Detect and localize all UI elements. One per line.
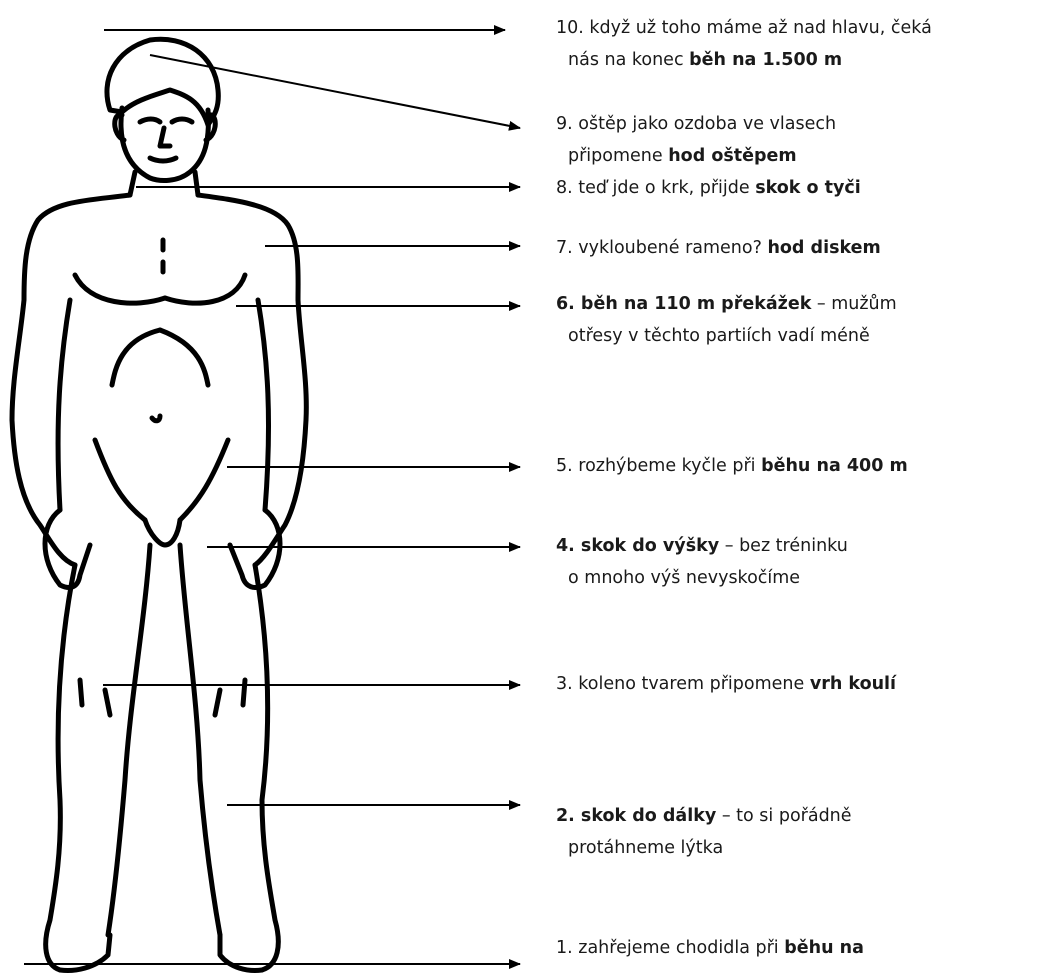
label-7-line1: 7. vykloubené rameno? hod diskem	[556, 238, 881, 258]
abs-left	[112, 330, 160, 385]
navel	[152, 416, 160, 421]
label-6-line2: otřesy v těchto partiích vadí méně	[556, 320, 897, 352]
label-2-line1: 2. skok do dálky – to si pořádně	[556, 806, 852, 826]
hand-left	[45, 510, 90, 588]
right-eye	[172, 119, 192, 122]
nose	[160, 128, 170, 146]
label-9-line2: připomene hod oštěpem	[556, 140, 836, 172]
label-4-line2: o mnoho výš nevyskočíme	[556, 562, 848, 594]
label-5: 5. rozhýbeme kyčle při běhu na 400 m	[556, 450, 908, 482]
label-2-line2: protáhneme lýtka	[556, 832, 852, 864]
label-3-line1: 3. koleno tvarem připomene vrh koulí	[556, 674, 896, 694]
arm-inner-right	[258, 300, 269, 510]
torso-right	[198, 195, 306, 565]
label-2: 2. skok do dálky – to si pořádně protáhn…	[556, 800, 852, 864]
label-7: 7. vykloubené rameno? hod diskem	[556, 232, 881, 264]
label-8-line1: 8. teď jde o krk, přijde skok o tyči	[556, 178, 861, 198]
label-4: 4. skok do výšky – bez tréninku o mnoho …	[556, 530, 848, 594]
label-9-line1: 9. oštěp jako ozdoba ve vlasech	[556, 114, 836, 134]
label-6-line1: 6. běh na 110 m překážek – mužům	[556, 294, 897, 314]
mouth	[150, 158, 176, 161]
label-3: 3. koleno tvarem připomene vrh koulí	[556, 668, 896, 700]
label-10-line2: nás na konec běh na 1.500 m	[556, 44, 932, 76]
label-10: 10. když už toho máme až nad hlavu, čeká…	[556, 12, 932, 76]
left-eye	[140, 119, 160, 122]
leg-left-outer	[46, 565, 75, 970]
body-outline	[12, 39, 306, 970]
hip-right	[180, 440, 228, 520]
label-5-line1: 5. rozhýbeme kyčle při běhu na 400 m	[556, 456, 908, 476]
label-10-line1: 10. když už toho máme až nad hlavu, čeká	[556, 18, 932, 38]
arm-inner-left	[58, 300, 70, 510]
hip-left	[95, 440, 145, 520]
label-6: 6. běh na 110 m překážek – mužům otřesy …	[556, 288, 897, 352]
chest-left	[75, 275, 165, 303]
label-1-line1: 1. zahřejeme chodidla při běhu na	[556, 938, 864, 958]
label-1: 1. zahřejeme chodidla při běhu na	[556, 932, 864, 964]
foot-right	[220, 935, 262, 970]
leg-right-outer	[255, 565, 278, 970]
foot-left	[60, 935, 110, 970]
abs-right	[160, 330, 208, 385]
label-9: 9. oštěp jako ozdoba ve vlasech připomen…	[556, 108, 836, 172]
label-8: 8. teď jde o krk, přijde skok o tyči	[556, 172, 861, 204]
leg-left-inner	[108, 545, 150, 935]
groin	[145, 520, 180, 545]
chest-right	[165, 275, 245, 303]
leg-right-inner	[180, 545, 220, 935]
label-4-line1: 4. skok do výšky – bez tréninku	[556, 536, 848, 556]
pointer-arrows	[24, 30, 520, 964]
